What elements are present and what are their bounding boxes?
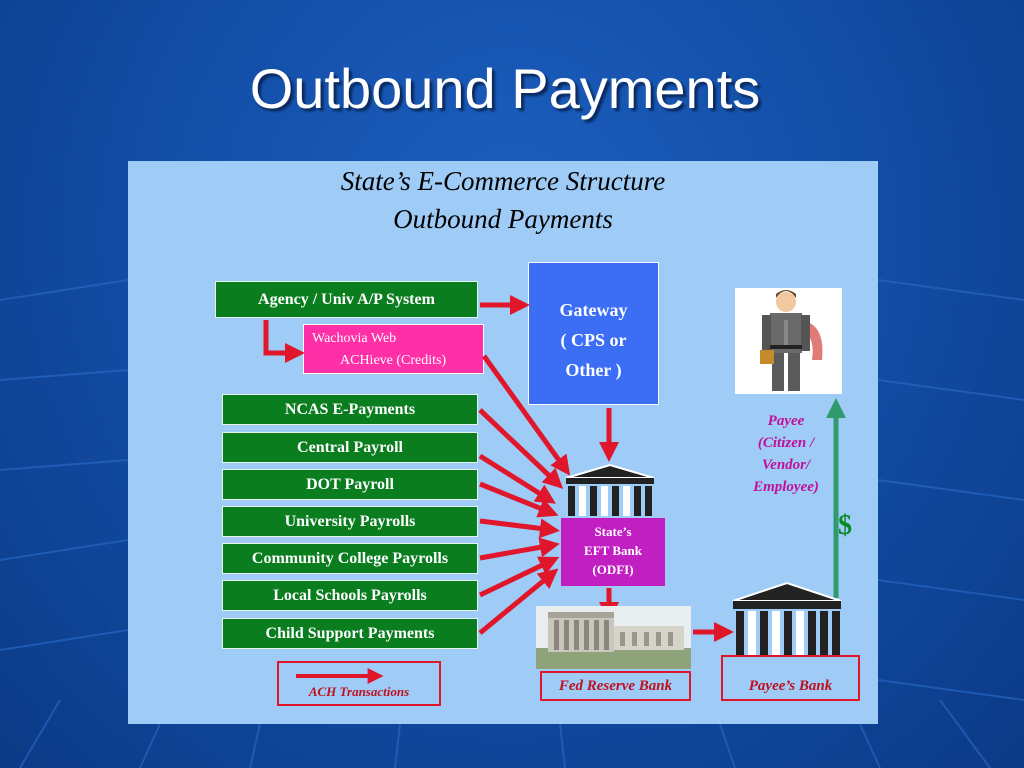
eft-line1: State’s xyxy=(594,524,632,539)
legend-label: ACH Transactions xyxy=(308,684,410,699)
source-box: Central Payroll xyxy=(222,432,478,463)
eft-line2: EFT Bank xyxy=(584,543,642,558)
ach-arrow xyxy=(478,408,564,489)
ap-system-label: Agency / Univ A/P System xyxy=(258,290,435,308)
source-label: DOT Payroll xyxy=(306,475,394,493)
source-label: University Payrolls xyxy=(284,512,416,530)
payee-bank-label: Payee’s Bank xyxy=(748,677,833,694)
wachovia-line1: Wachovia Web xyxy=(312,331,397,346)
ach-arrow xyxy=(481,354,571,476)
fed-reserve-photo xyxy=(536,606,691,669)
source-label: Local Schools Payrolls xyxy=(273,586,427,604)
source-box: University Payrolls xyxy=(222,506,478,537)
gateway-box: Gateway ( CPS or Other ) xyxy=(528,262,659,405)
payee-line1: Payee xyxy=(767,413,805,429)
payee-line3: Vendor/ xyxy=(761,457,811,473)
payee-label: Payee (Citizen / Vendor/ Employee) xyxy=(736,410,836,498)
eft-bank-box: State’s EFT Bank (ODFI) xyxy=(561,518,665,586)
gateway-line2: ( CPS or xyxy=(560,330,627,350)
ach-arrow xyxy=(478,568,559,635)
bank-building-icon xyxy=(565,463,655,516)
wachovia-line2: ACHieve (Credits) xyxy=(340,353,447,368)
gateway-line3: Other ) xyxy=(565,360,622,380)
ach-arrow xyxy=(478,453,556,504)
payee-bank-label-box: Payee’s Bank xyxy=(721,655,860,701)
legend-box: ACH Transactions xyxy=(277,661,441,706)
gateway-line1: Gateway xyxy=(559,300,628,320)
ach-arrow xyxy=(479,481,559,518)
ach-arrow xyxy=(479,537,560,561)
source-box: Local Schools Payrolls xyxy=(222,580,478,611)
ach-arrow xyxy=(479,518,560,539)
eft-line3: (ODFI) xyxy=(592,562,634,577)
payee-person-icon xyxy=(735,288,842,394)
source-box: Child Support Payments xyxy=(222,618,478,649)
source-box: NCAS E-Payments xyxy=(222,394,478,425)
ach-arrow xyxy=(478,556,560,598)
ach-arrow xyxy=(263,320,306,363)
panel-title-line1: State’s E-Commerce Structure xyxy=(340,166,666,196)
source-label: Community College Payrolls xyxy=(251,549,449,567)
slide-title: Outbound Payments xyxy=(249,57,761,120)
payee-line4: Employee) xyxy=(753,479,819,495)
dollar-symbol: $ xyxy=(838,510,852,541)
panel-title-line2: Outbound Payments xyxy=(393,204,613,234)
source-box: DOT Payroll xyxy=(222,469,478,500)
fed-reserve-label: Fed Reserve Bank xyxy=(558,677,673,694)
source-label: Child Support Payments xyxy=(265,624,435,642)
source-label: NCAS E-Payments xyxy=(284,400,416,418)
payee-line2: (Citizen / xyxy=(757,435,815,451)
source-label: Central Payroll xyxy=(297,438,403,456)
source-box: Community College Payrolls xyxy=(222,543,478,574)
wachovia-box: Wachovia Web ACHieve (Credits) xyxy=(303,324,484,374)
ap-system-box: Agency / Univ A/P System xyxy=(215,281,478,318)
fed-reserve-label-box: Fed Reserve Bank xyxy=(540,671,691,701)
